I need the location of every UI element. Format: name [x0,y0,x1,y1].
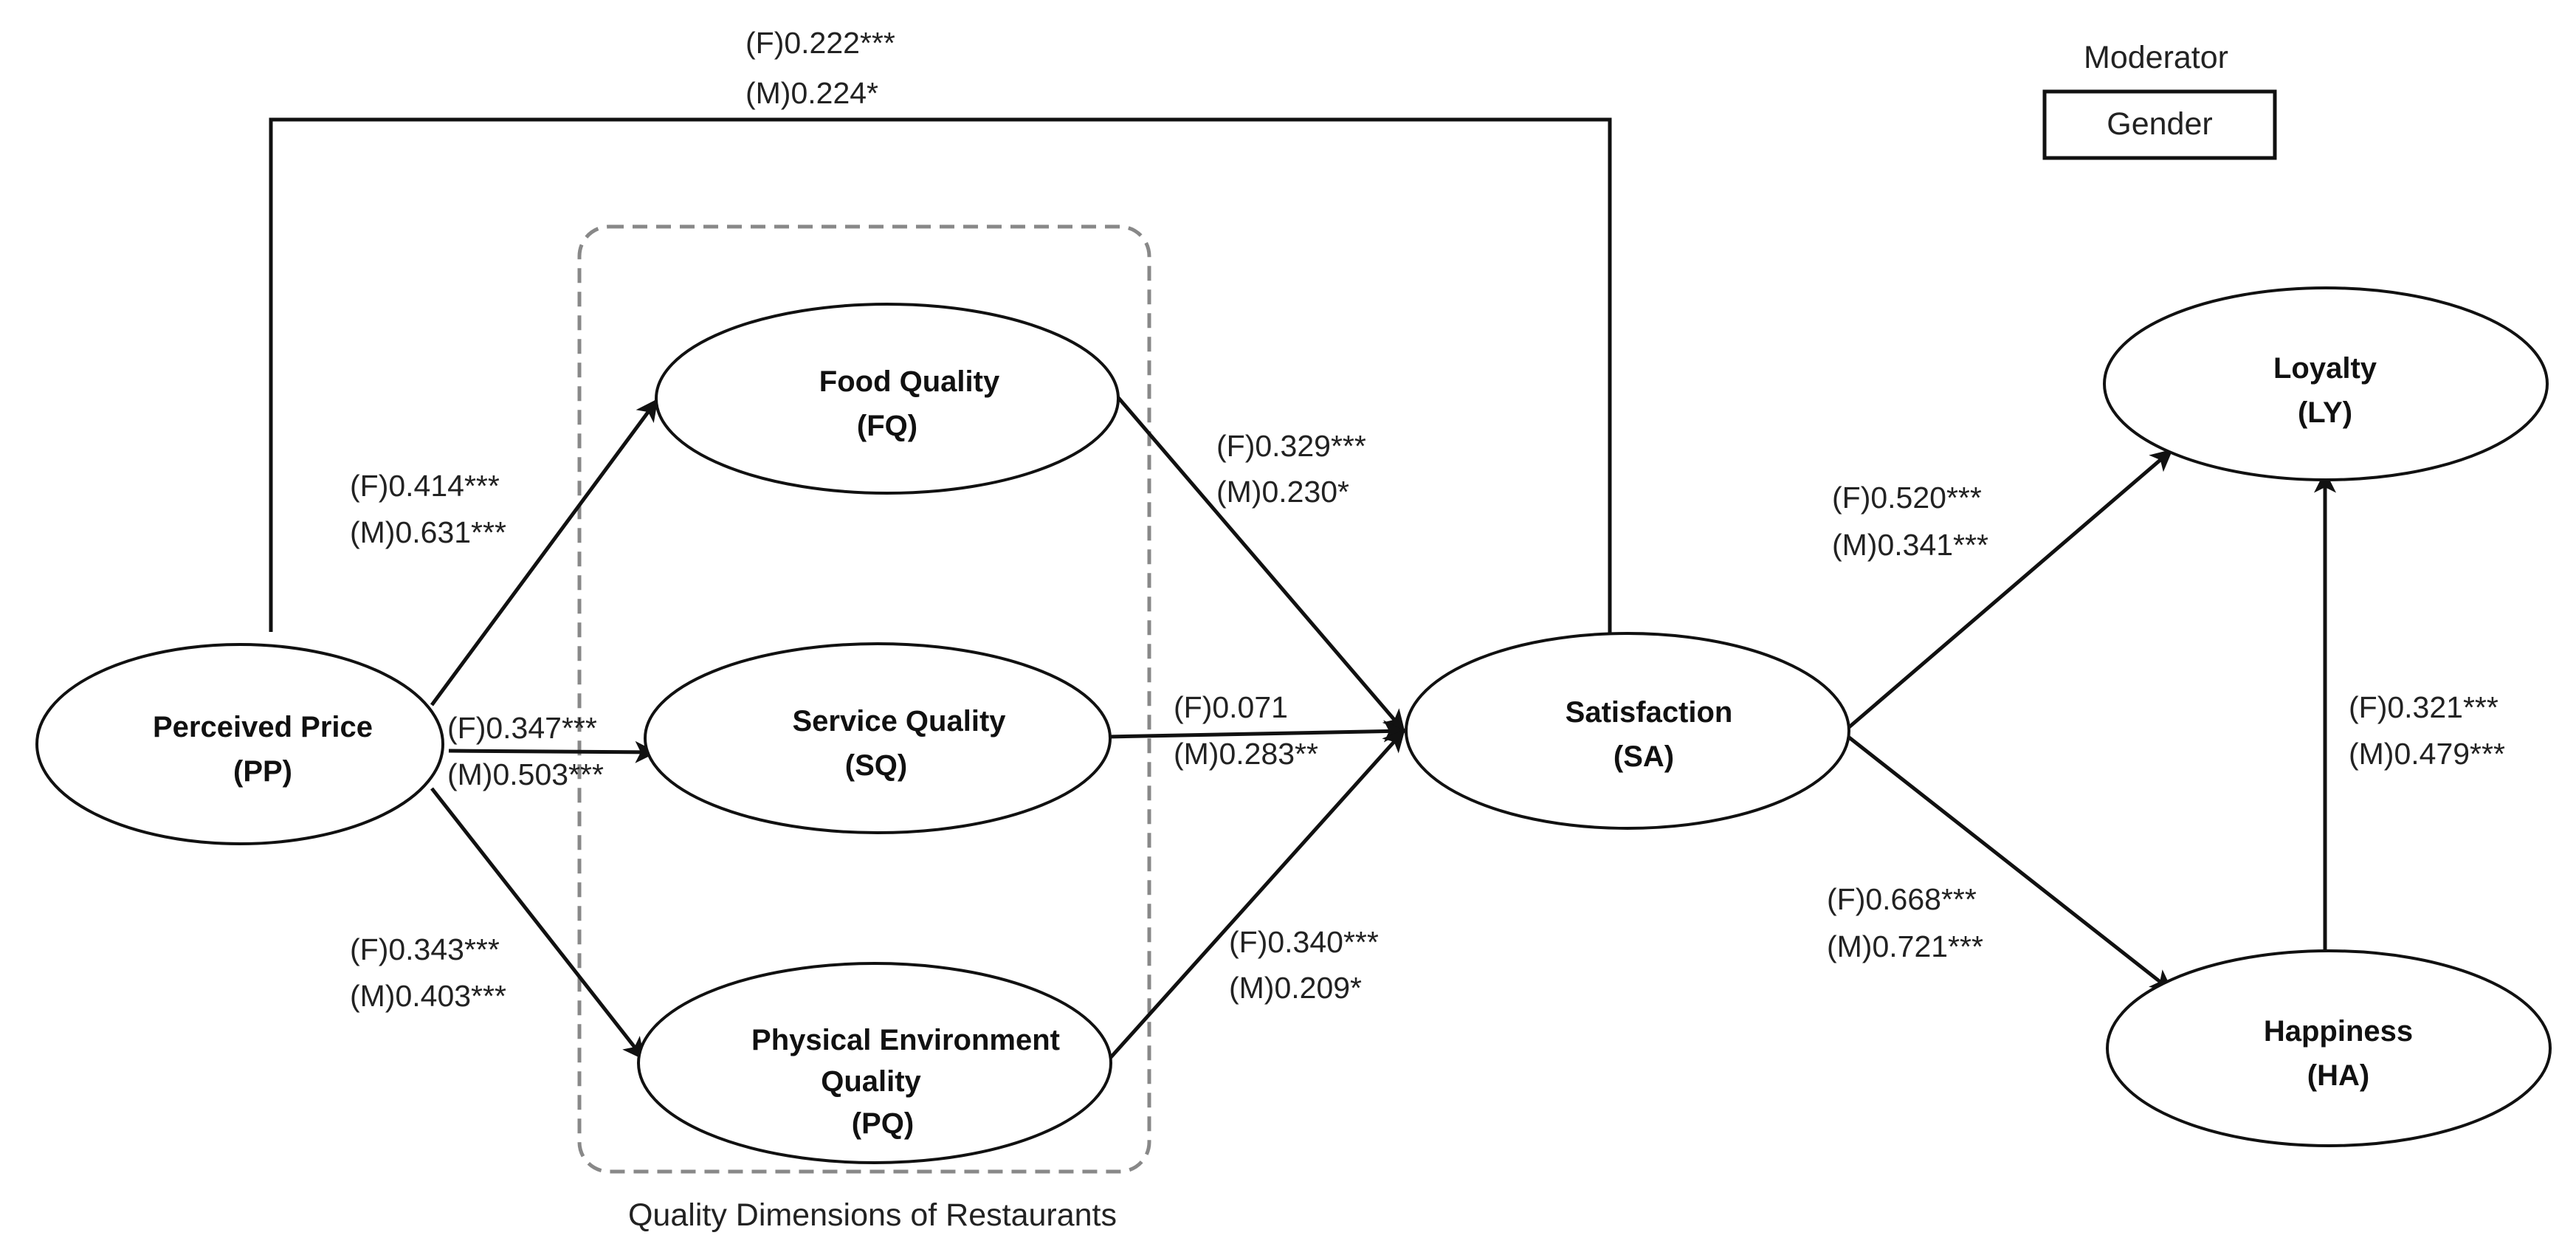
coef-sa-ha-male: (M)0.721*** [1827,929,1983,963]
edge-pp-sq [448,740,658,763]
coef-sa-ha-female: (F)0.668*** [1827,882,1977,916]
node-pq-abbr: (PQ) [852,1107,914,1140]
edge-sa-ha [1847,735,2173,992]
coef-sq-sa-male: (M)0.283** [1174,737,1318,771]
node-satisfaction: Satisfaction (SA) [1405,632,1850,830]
coef-fq-sa-male: (M)0.230* [1216,475,1349,509]
edge-pq-sa [1104,729,1405,1065]
coef-pp-sa-female: (F)0.222*** [745,26,895,60]
node-fq-name: Food Quality [819,365,1000,398]
node-ly-name: Loyalty [2273,352,2377,385]
node-pq-line2: Quality [821,1065,921,1098]
node-pp-name: Perceived Price [153,711,373,743]
moderator-box [2042,89,2277,160]
node-happiness: Happiness (HA) [2106,949,2552,1147]
node-sq-name: Service Quality [792,705,1006,737]
moderator-gender-label: Gender [2107,106,2212,142]
node-pp-abbr: (PP) [233,755,292,788]
edge-sq-sa [1108,720,1406,743]
coef-sq-sa-female: (F)0.071 [1174,690,1288,724]
edge-pp-pq [430,787,645,1060]
moderator-title: Moderator [2084,40,2228,75]
coef-pp-fq-female: (F)0.414*** [350,469,500,503]
edge-pp-fq [430,398,659,706]
coef-ha-ly-male: (M)0.479*** [2349,737,2505,771]
coef-fq-sa-female: (F)0.329*** [1216,429,1366,463]
edge-fq-sa [1115,393,1405,732]
edge-sa-ly [1847,449,2173,729]
coef-pp-pq-female: (F)0.343*** [350,932,500,966]
node-sq-abbr: (SQ) [845,749,907,782]
node-food-quality: Food Quality (FQ) [655,303,1120,495]
coef-pp-sa-male: (M)0.224* [745,76,878,110]
node-sa-name: Satisfaction [1566,696,1733,729]
coef-pp-sq-male: (M)0.503*** [447,757,604,791]
coef-pp-pq-male: (M)0.403*** [350,979,506,1013]
coef-sa-ly-female: (F)0.520*** [1832,481,1982,515]
node-physical-environment-quality: Physical Environment Quality (PQ) [637,962,1112,1164]
node-ha-abbr: (HA) [2307,1059,2369,1092]
edge-pp-sa [269,117,1621,658]
node-pq-line1: Physical Environment [751,1024,1060,1056]
quality-dimensions-group-box [577,224,1151,1174]
node-ha-name: Happiness [2264,1015,2413,1048]
node-service-quality: Service Quality (SQ) [644,642,1112,834]
node-ly-abbr: (LY) [2298,396,2352,429]
coef-pq-sa-male: (M)0.209* [1229,971,1362,1005]
node-loyalty: Loyalty (LY) [2103,286,2549,481]
coef-pq-sa-female: (F)0.340*** [1229,925,1379,959]
node-perceived-price: Perceived Price (PP) [35,643,444,845]
coef-sa-ly-male: (M)0.341*** [1832,528,1988,562]
node-sa-abbr: (SA) [1614,740,1674,773]
node-fq-abbr: (FQ) [857,410,917,442]
coef-pp-sq-female: (F)0.347*** [447,711,597,745]
coef-pp-fq-male: (M)0.631*** [350,515,506,549]
quality-dimensions-group-label: Quality Dimensions of Restaurants [628,1197,1117,1233]
coef-ha-ly-female: (F)0.321*** [2349,690,2498,724]
